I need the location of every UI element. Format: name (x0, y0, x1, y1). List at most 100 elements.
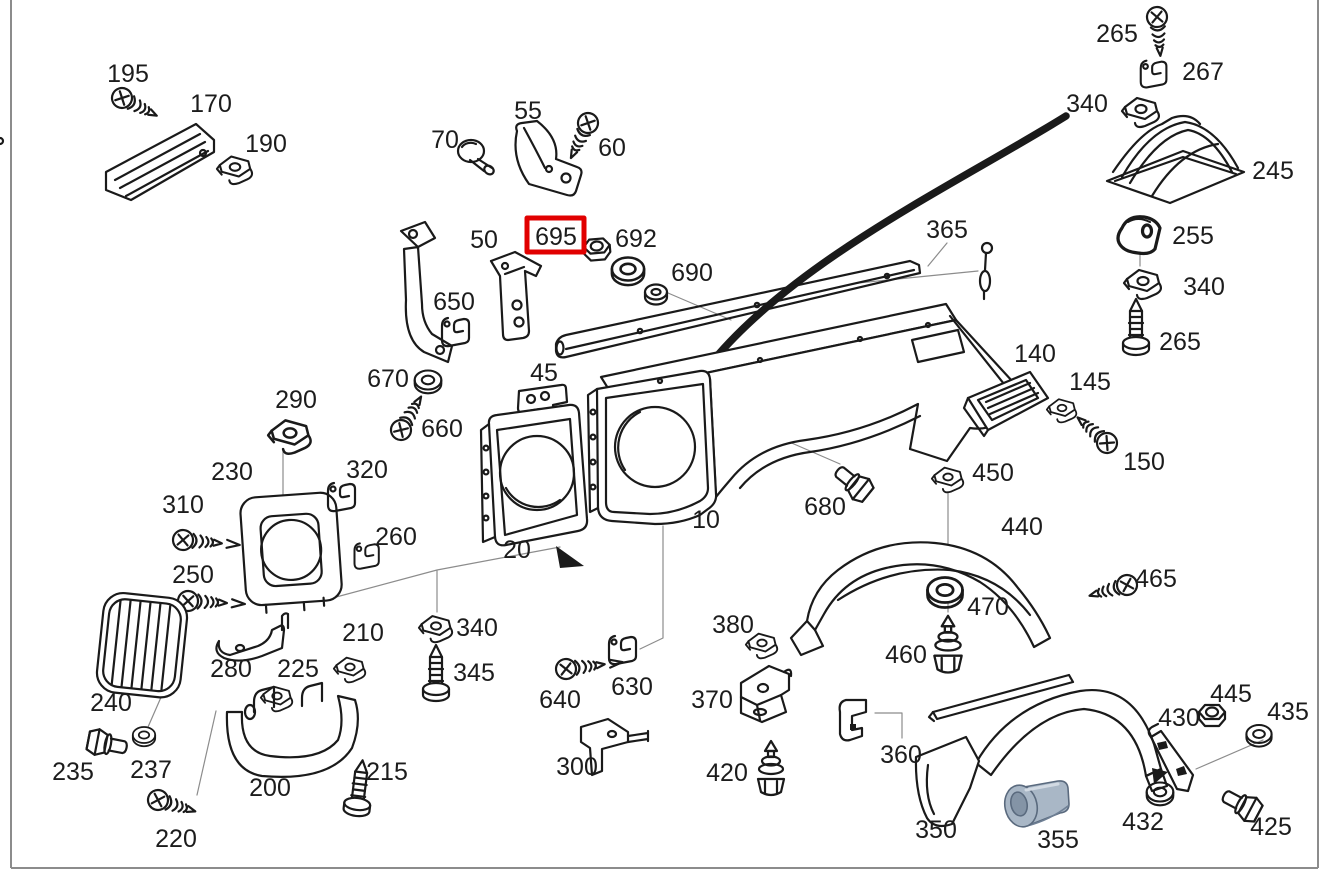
part-370-graphic[interactable] (739, 664, 793, 724)
part-label-190[interactable]: 190 (245, 130, 287, 158)
part-432-graphic[interactable] (1145, 781, 1175, 807)
part-label-230[interactable]: 230 (211, 458, 253, 486)
part-440-graphic[interactable] (789, 541, 1052, 657)
part-300-graphic[interactable] (579, 717, 650, 777)
part-label-200[interactable]: 200 (249, 774, 291, 802)
part-290-graphic[interactable] (266, 419, 312, 455)
part-label-170[interactable]: 170 (190, 90, 232, 118)
part-55-graphic[interactable] (514, 119, 583, 197)
part-280-graphic[interactable] (215, 612, 290, 662)
part-label-350[interactable]: 350 (915, 816, 957, 844)
part-label-20[interactable]: 20 (503, 536, 531, 564)
part-label-360[interactable]: 360 (880, 741, 922, 769)
part-50-graphic[interactable] (489, 250, 543, 342)
part-430-graphic[interactable] (1147, 722, 1195, 793)
part-60-graphic[interactable] (560, 108, 603, 164)
part-label-660[interactable]: 660 (421, 415, 463, 443)
part-label-150[interactable]: 150 (1123, 448, 1165, 476)
part-label-310[interactable]: 310 (162, 491, 204, 519)
part-label-380[interactable]: 380 (712, 611, 754, 639)
part-label-320[interactable]: 320 (346, 456, 388, 484)
part-360-graphic[interactable] (838, 698, 868, 742)
part-230-graphic[interactable] (239, 491, 343, 614)
part-170-graphic[interactable] (0, 122, 216, 202)
part-label-680[interactable]: 680 (804, 493, 846, 521)
part-220-graphic[interactable] (144, 786, 200, 823)
part-label-195[interactable]: 195 (107, 60, 149, 88)
part-70-graphic[interactable] (456, 138, 495, 176)
part-10-graphic[interactable] (586, 302, 1015, 526)
part-label-50[interactable]: 50 (470, 226, 498, 254)
part-267-graphic[interactable] (1139, 59, 1168, 89)
part-label-340-2[interactable]: 340 (1183, 273, 1225, 301)
part-label-640[interactable]: 640 (539, 686, 581, 714)
part-label-55[interactable]: 55 (514, 97, 542, 125)
part-label-345[interactable]: 345 (453, 659, 495, 687)
part-label-290[interactable]: 290 (275, 386, 317, 414)
part-label-445[interactable]: 445 (1210, 680, 1252, 708)
part-470-graphic[interactable] (926, 576, 964, 609)
part-label-215[interactable]: 215 (366, 758, 408, 786)
part-label-695[interactable]: 695 (535, 223, 577, 251)
part-label-420[interactable]: 420 (706, 759, 748, 787)
part-label-250[interactable]: 250 (172, 561, 214, 589)
part-692-graphic[interactable] (610, 256, 646, 287)
part-435-graphic[interactable] (1245, 724, 1273, 748)
part-label-340-1[interactable]: 340 (1066, 90, 1108, 118)
part-label-210[interactable]: 210 (342, 619, 384, 647)
part-label-465[interactable]: 465 (1135, 565, 1177, 593)
part-label-267[interactable]: 267 (1182, 58, 1224, 86)
part-340-1-graphic[interactable] (1120, 96, 1161, 129)
part-label-692[interactable]: 692 (615, 225, 657, 253)
part-label-430[interactable]: 430 (1158, 704, 1200, 732)
part-label-145[interactable]: 145 (1069, 368, 1111, 396)
part-235-graphic[interactable] (84, 726, 131, 762)
part-225-graphic[interactable] (259, 685, 294, 713)
part-465-graphic[interactable] (1085, 571, 1141, 607)
part-label-265-1[interactable]: 265 (1096, 20, 1138, 48)
part-195-graphic[interactable] (107, 83, 163, 126)
part-245-graphic[interactable] (1105, 114, 1246, 205)
part-label-220[interactable]: 220 (155, 825, 197, 853)
part-label-365[interactable]: 365 (926, 216, 968, 244)
part-label-255[interactable]: 255 (1172, 222, 1214, 250)
part-150-graphic[interactable] (1069, 408, 1123, 459)
part-460-graphic[interactable] (933, 614, 963, 674)
part-210-graphic[interactable] (332, 656, 367, 684)
part-label-630[interactable]: 630 (611, 673, 653, 701)
part-690-graphic[interactable] (643, 283, 669, 306)
part-label-470[interactable]: 470 (967, 593, 1009, 621)
part-265-1-graphic[interactable] (1145, 5, 1172, 58)
part-140-graphic[interactable] (962, 370, 1050, 438)
part-20-graphic[interactable] (479, 403, 589, 568)
part-190-graphic[interactable] (215, 155, 254, 186)
part-label-355[interactable]: 355 (1037, 826, 1079, 854)
part-label-425[interactable]: 425 (1250, 813, 1292, 841)
part-250-graphic[interactable] (177, 590, 245, 613)
part-310-graphic[interactable] (172, 529, 240, 555)
part-label-370[interactable]: 370 (691, 686, 733, 714)
part-label-60[interactable]: 60 (598, 134, 626, 162)
part-265-2-graphic[interactable] (1121, 297, 1151, 357)
part-200-graphic[interactable] (225, 681, 359, 778)
part-label-450[interactable]: 450 (972, 459, 1014, 487)
part-445-graphic[interactable] (1197, 703, 1227, 728)
part-label-237[interactable]: 237 (130, 756, 172, 784)
part-label-260[interactable]: 260 (375, 523, 417, 551)
part-label-440[interactable]: 440 (1001, 513, 1043, 541)
part-450-graphic[interactable] (930, 466, 965, 494)
part-label-300[interactable]: 300 (556, 753, 598, 781)
part-label-460[interactable]: 460 (885, 641, 927, 669)
part-label-10[interactable]: 10 (692, 506, 720, 534)
part-label-140[interactable]: 140 (1014, 340, 1056, 368)
part-label-45[interactable]: 45 (530, 359, 558, 387)
part-145-graphic[interactable] (1045, 398, 1078, 424)
part-label-650[interactable]: 650 (433, 288, 475, 316)
part-label-435[interactable]: 435 (1267, 698, 1309, 726)
part-240-graphic[interactable] (95, 591, 189, 699)
part-365-graphic[interactable] (554, 241, 994, 359)
part-340-3-graphic[interactable] (417, 615, 454, 644)
part-label-240[interactable]: 240 (90, 689, 132, 717)
part-340-2-graphic[interactable] (1122, 268, 1163, 301)
part-bent-bracket-graphic[interactable] (399, 220, 454, 364)
